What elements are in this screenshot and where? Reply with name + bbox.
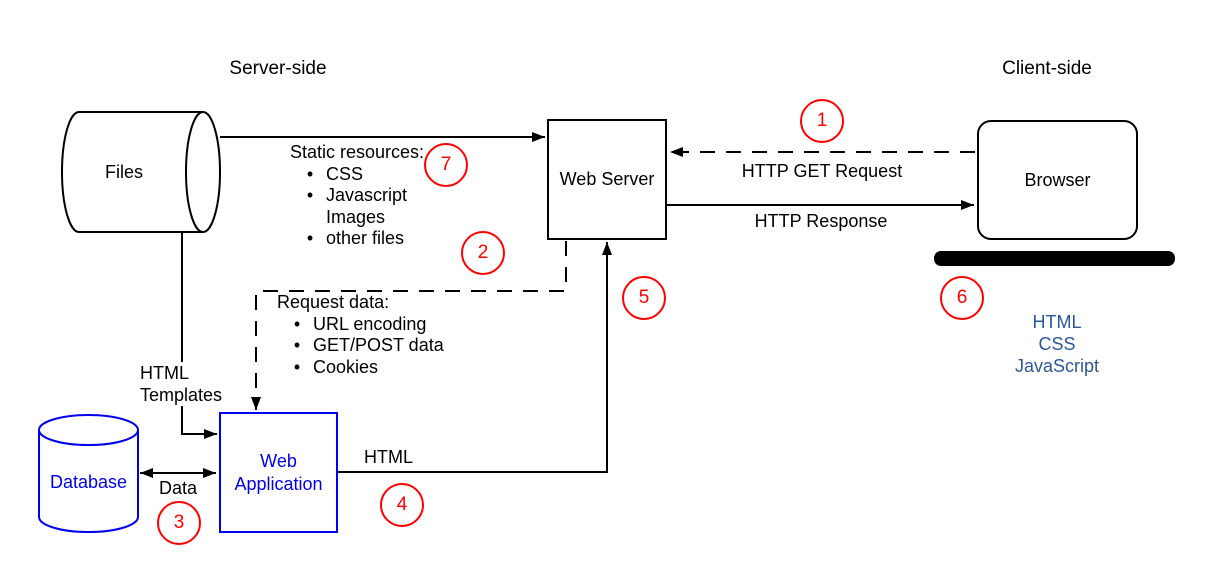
list-item-text: GET/POST data xyxy=(313,335,444,355)
static-resources-title: Static resources: xyxy=(290,142,425,162)
database-cylinder-cap xyxy=(38,414,139,446)
files-cylinder-cap xyxy=(185,111,221,233)
web-application-box: Web Application xyxy=(219,412,338,533)
edge-request-data xyxy=(251,241,567,410)
step-badge-7: 7 xyxy=(424,143,468,187)
list-item: Images xyxy=(290,207,424,229)
list-item: • CSS xyxy=(290,164,424,186)
http-response-label: HTTP Response xyxy=(754,211,888,231)
step-badge-6: 6 xyxy=(940,276,984,320)
list-item: • Cookies xyxy=(277,357,444,379)
database-node-label: Database xyxy=(49,472,128,492)
browser-box: Browser xyxy=(977,120,1138,240)
html-templates-label: HTML Templates xyxy=(138,362,225,406)
step-badge-4: 4 xyxy=(380,483,424,527)
html-edge-label: HTML xyxy=(364,447,413,467)
client-technologies-list: HTML CSS JavaScript xyxy=(1015,311,1099,377)
list-item-text: URL encoding xyxy=(313,313,427,334)
list-item-text: Cookies xyxy=(313,356,379,377)
web-server-box: Web Server xyxy=(547,119,667,240)
list-item: • URL encoding xyxy=(277,314,444,336)
client-tech-html: HTML xyxy=(1032,312,1082,332)
server-side-label: Server-side xyxy=(229,58,327,79)
files-cylinder-body-fill xyxy=(62,112,203,232)
bullet-dot: • xyxy=(306,185,314,205)
list-item-text: Images xyxy=(326,206,386,227)
static-resources-list: Static resources: • CSS • Javascript Ima… xyxy=(290,142,424,250)
client-side-label: Client-side xyxy=(1002,58,1092,79)
step-badge-5: 5 xyxy=(622,276,666,320)
list-item: • other files xyxy=(290,228,424,250)
web-server-label: Web Server xyxy=(559,169,655,189)
html-templates-label-line1: HTML xyxy=(140,363,189,383)
bullet-dot: • xyxy=(293,335,301,355)
edge-html-templates xyxy=(181,232,217,439)
list-item-text: other files xyxy=(326,228,405,248)
request-data-title: Request data: xyxy=(277,292,390,312)
step-badge-1: 1 xyxy=(800,99,844,143)
edge-html-to-webserver xyxy=(336,242,612,473)
files-node-label: Files xyxy=(104,161,143,182)
laptop-base-bar xyxy=(934,251,1175,266)
bullet-dot: • xyxy=(293,313,301,334)
list-item: • GET/POST data xyxy=(277,335,444,357)
data-edge-label: Data xyxy=(158,478,198,498)
client-tech-css: CSS xyxy=(1038,334,1076,354)
step-badge-3: 3 xyxy=(157,501,201,545)
http-get-request-label: HTTP GET Request xyxy=(741,161,903,181)
html-templates-label-line2: Templates xyxy=(140,385,223,405)
database-cylinder-outline xyxy=(38,430,139,533)
bullet-dot xyxy=(304,207,316,229)
bullet-dot: • xyxy=(306,228,314,248)
bullet-dot: • xyxy=(306,163,314,184)
request-data-list: Request data: • URL encoding • GET/POST … xyxy=(277,292,444,378)
files-cylinder xyxy=(61,111,221,233)
web-application-label-line2: Application xyxy=(234,473,323,494)
client-tech-javascript: JavaScript xyxy=(1014,356,1100,376)
bullet-dot: • xyxy=(293,356,301,377)
database-cylinder xyxy=(38,414,139,533)
list-item-text: CSS xyxy=(326,163,364,184)
list-item: • Javascript xyxy=(290,185,424,207)
web-application-label-line1: Web xyxy=(260,450,297,471)
browser-label: Browser xyxy=(1024,169,1091,190)
step-badge-2: 2 xyxy=(461,231,505,275)
database-cylinder-body-fill xyxy=(39,430,138,532)
list-item-text: Javascript xyxy=(326,185,408,205)
files-cylinder-outline xyxy=(61,111,203,233)
